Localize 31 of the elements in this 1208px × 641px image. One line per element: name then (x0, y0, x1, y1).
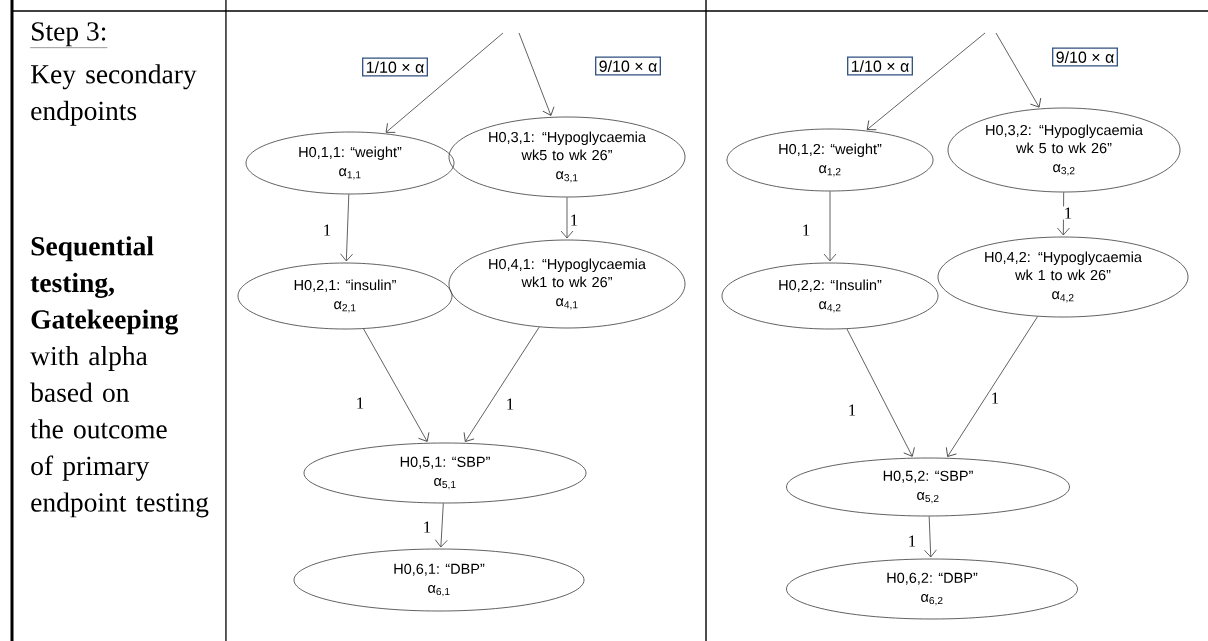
arrow (823, 191, 837, 262)
arrow (340, 194, 353, 262)
edge-label: 1 (568, 213, 580, 227)
edge-label: 1 (504, 397, 516, 411)
edge-label: 1 (421, 520, 433, 534)
edge-label: 9/10 × α (1052, 47, 1118, 67)
arrow (385, 32, 504, 133)
edge-label: 1 (354, 396, 366, 410)
side-text: Step 3: (30, 22, 108, 48)
arrow (945, 316, 1038, 457)
edge-label: 1/10 × α (362, 57, 428, 77)
arrow (560, 197, 574, 239)
arrow (463, 326, 540, 442)
side-text: Sequential testing, Gatekeeping with alpha based on the outcome of primary endpoint testing (30, 236, 209, 518)
edge-label: 1 (800, 223, 812, 237)
edge-label: 1 (906, 534, 918, 548)
edge-label: 1/10 × α (847, 56, 913, 76)
edge-label: 9/10 × α (595, 56, 661, 76)
side-text: Key secondary endpoints (31, 64, 197, 126)
arrow (866, 32, 986, 131)
edge-label: 1 (1062, 206, 1074, 220)
edge-label: 1 (989, 391, 1001, 405)
arrow (518, 32, 555, 116)
arrow (434, 503, 448, 548)
arrow (1057, 192, 1070, 236)
edge-label: 1 (321, 223, 333, 237)
arrow (363, 328, 430, 442)
edge-label: 1 (846, 403, 858, 417)
arrow (846, 328, 915, 457)
arrow (995, 32, 1042, 108)
arrow (924, 516, 937, 558)
